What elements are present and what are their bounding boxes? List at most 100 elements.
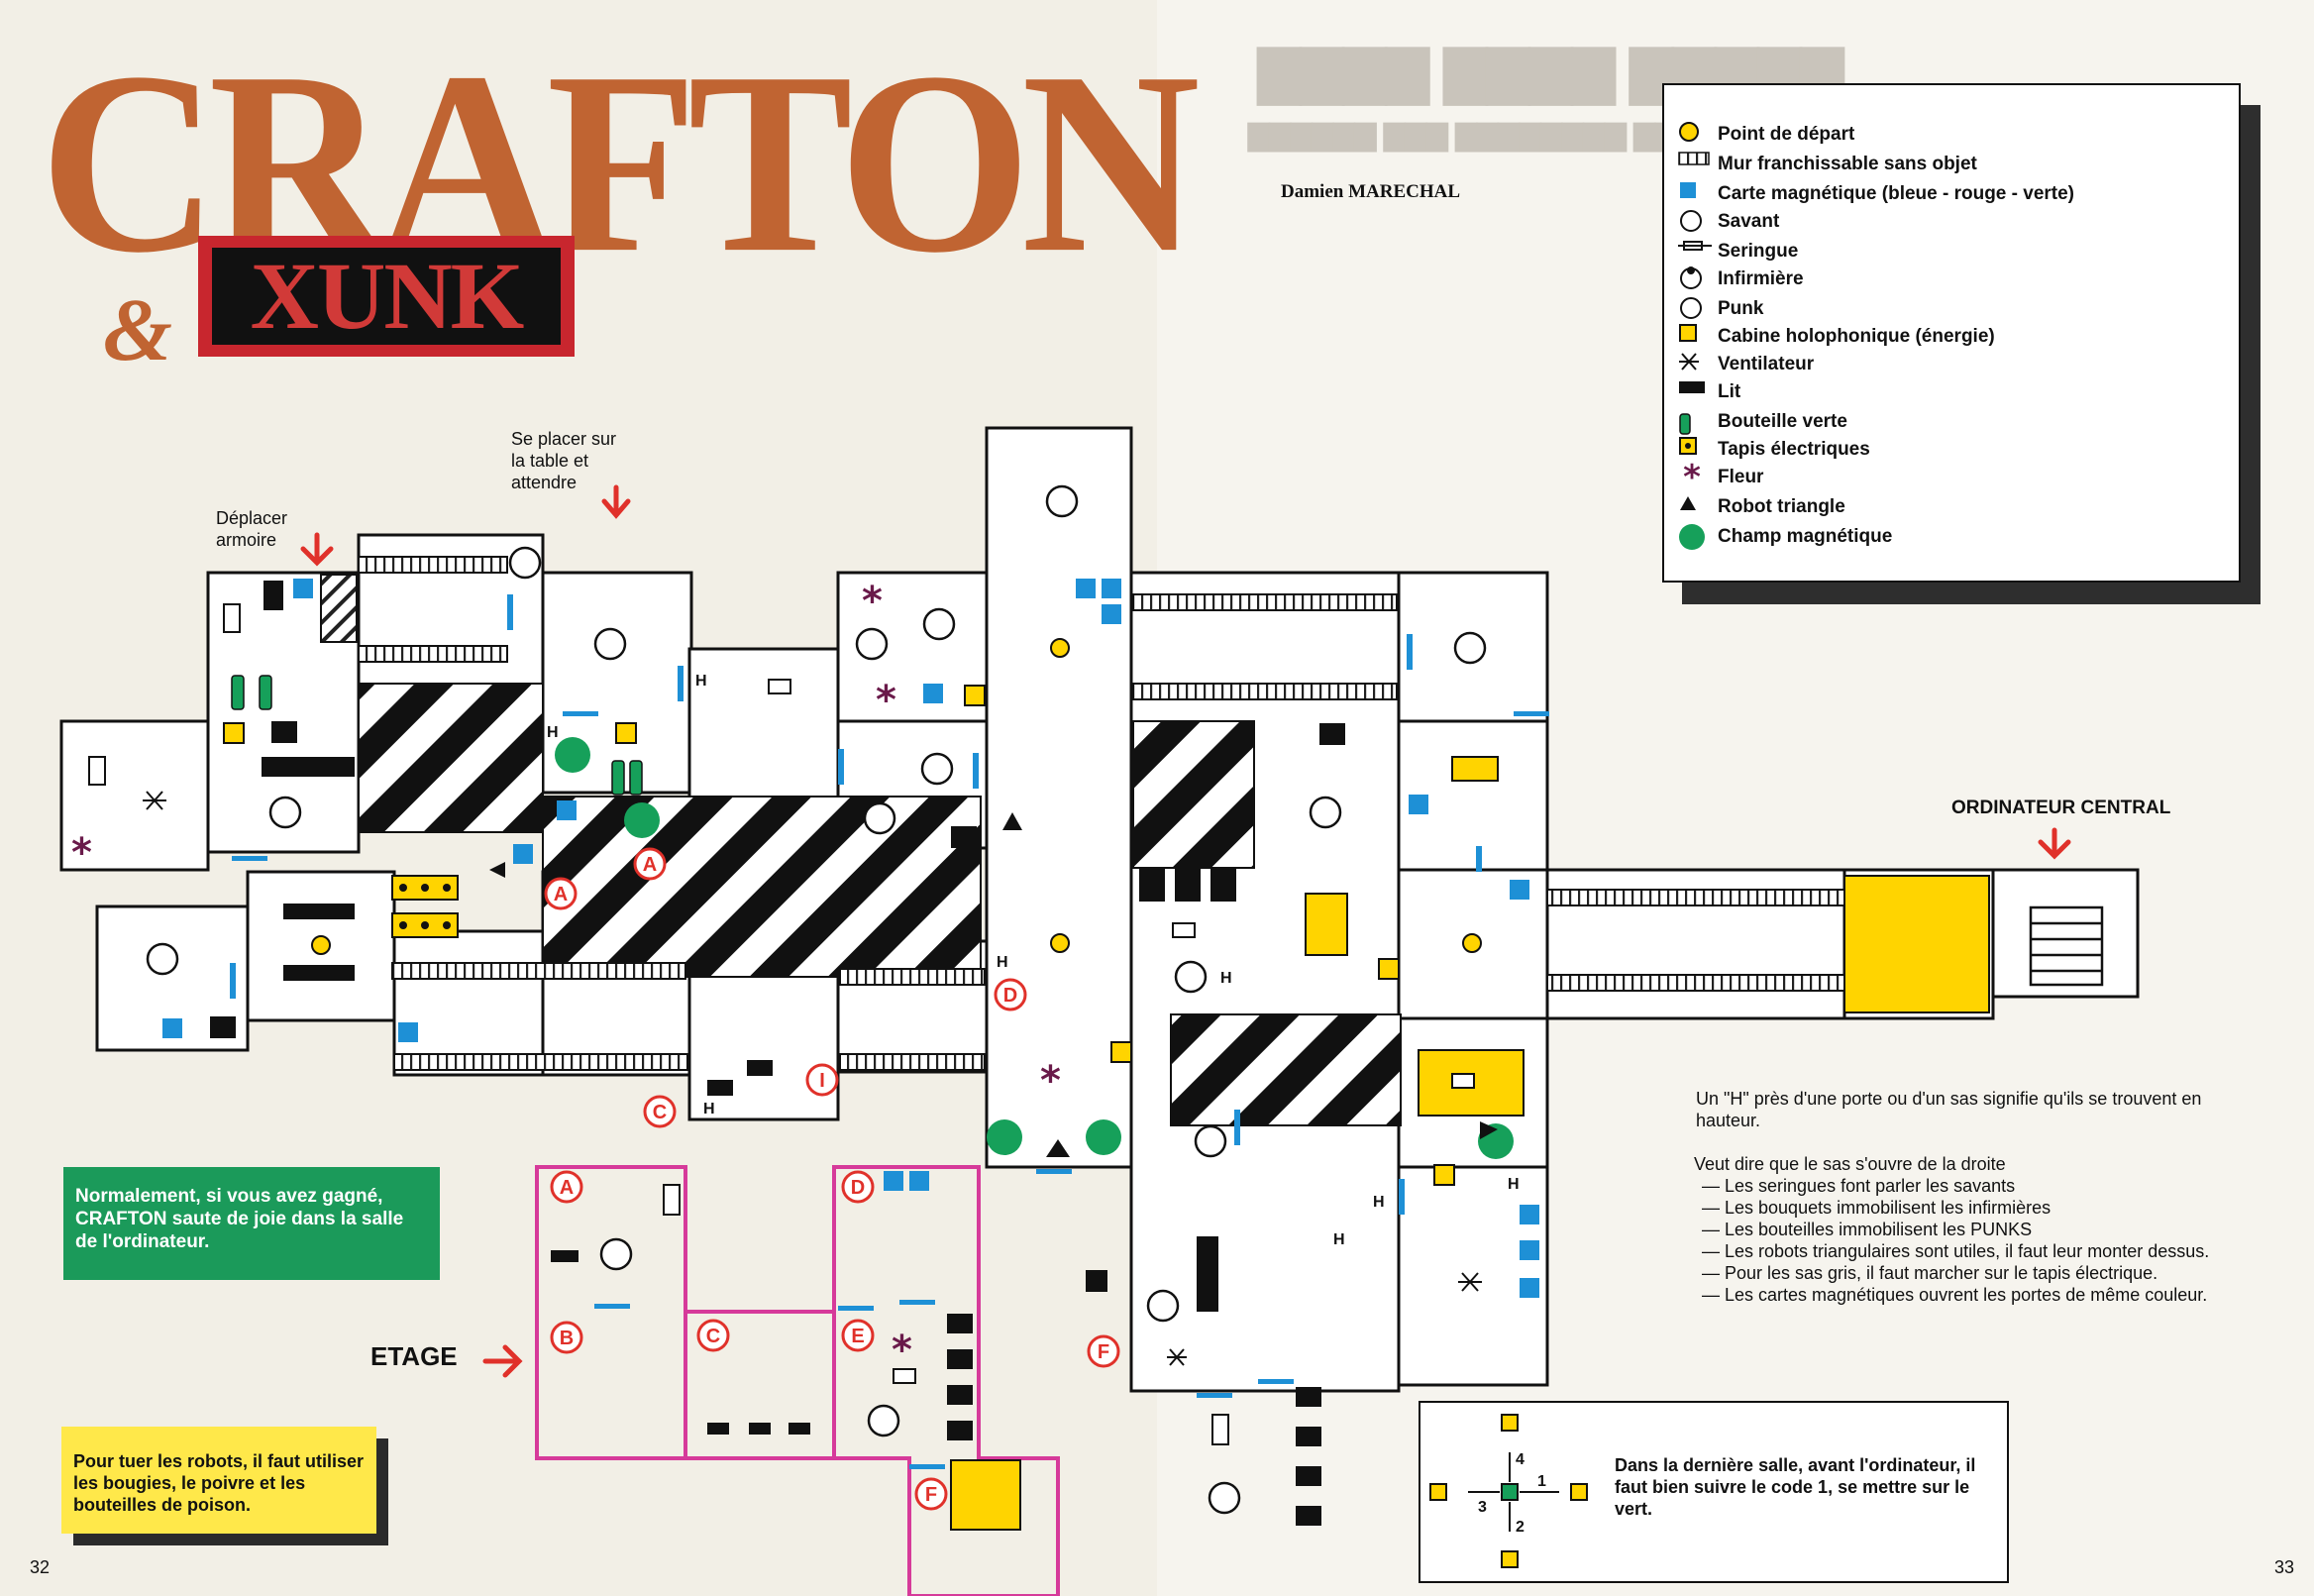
flowers: * * * * * [71,579,1061,1373]
door-letter: F [925,1484,937,1506]
start-icon [1678,121,1706,149]
legend-row: Ventilateur [1679,351,1815,378]
legend-row: Punk [1680,295,1764,323]
upper-floor-outline [535,1165,1060,1596]
xunk-title: XUNK [212,248,561,345]
code-number: 1 [1537,1473,1546,1490]
sas-note: — Les cartes magnétiques ouvrent les por… [1702,1285,2208,1305]
robot-icon [1678,493,1706,521]
bleed-through-text: ▇▇▇▇▇▇ ▇▇▇ ▇▇▇▇▇▇▇▇ ▇▇▇▇▇ [1248,120,1741,151]
nurse [867,1404,900,1437]
legend-label: Punk [1718,298,1764,319]
nurse [855,627,889,661]
fan-icon [1678,351,1706,378]
room [985,426,1133,1169]
legend-label: Robot triangle [1718,496,1845,517]
code-instructions: Dans la dernière salle, avant l'ordinate… [1615,1455,1976,1519]
h-marker: H [1333,1231,1345,1248]
page-number-right: 33 [2274,1557,2295,1577]
flower-icon: * [1683,458,1701,497]
h-markers: H H H H H H H H [547,673,1520,1248]
legend-row: Champ magnétique [1679,523,1893,551]
annotation-line: armoire [216,530,277,550]
door-letter: A [560,1177,574,1199]
door-letter: C [653,1102,667,1123]
annotation-table: Se placer sur la table et attendre [511,428,616,493]
code-number: 4 [1516,1451,1525,1468]
door-letter: I [819,1070,825,1092]
mat-dots [399,884,451,929]
start-points [311,638,1482,955]
svg-text:*: * [862,579,883,624]
scientist [1194,1124,1227,1158]
door-letter: D [851,1177,865,1199]
field-icon [1678,523,1706,551]
sas-note: — Les robots triangulaires sont utiles, … [1702,1241,2210,1261]
robot-triangles [489,812,1498,1157]
legend-label: Ventilateur [1718,354,1815,374]
legend-row: Seringue [1678,238,1799,266]
legend-row: Carte magnétique (bleue - rouge - verte) [1680,180,2075,208]
holophonic-booths [223,685,1455,1186]
legend-label: Fleur [1718,467,1764,487]
yellow-note: Pour tuer les robots, il faut utiliser l… [61,1427,376,1534]
door-letter: A [643,854,657,876]
legend-row: Robot triangle [1680,493,1845,521]
door-letter: D [1003,985,1017,1007]
door-labels [544,847,1120,1511]
annotation-line: attendre [511,473,578,492]
syringes [88,603,1475,1445]
doors [230,594,1549,1469]
h-marker: H [997,954,1008,971]
card-icon [1678,180,1706,208]
legend-row: * Fleur [1683,458,1764,497]
legend-label: Lit [1718,381,1741,402]
sas-note: — Les seringues font parler les savants [1702,1176,2016,1196]
legend-label: Mur franchissable sans objet [1718,154,1977,174]
legend-label: Infirmière [1718,268,1804,289]
scientist [920,752,954,786]
beds [210,581,1345,1526]
legend-label: Cabine holophonique (énergie) [1718,326,1995,347]
annotation-floor: ETAGE [370,1341,458,1371]
punk [1146,1289,1180,1323]
h-marker: H [547,724,559,741]
scientist [146,942,179,976]
legend: Point de départ Mur franchissable sans o… [1662,83,2241,583]
scientist [1309,796,1342,829]
room [1397,1165,1549,1387]
magnetic-fields [555,737,1514,1159]
page-number-left: 32 [30,1557,51,1577]
annotation-line: la table et [511,451,589,471]
svg-text:*: * [876,678,896,723]
door-letter: F [1098,1341,1109,1363]
legend-row: Mur franchissable sans objet [1678,151,1977,178]
legend-label: Champ magnétique [1718,526,1893,547]
bed-icon [1678,378,1706,406]
legend-row: Tapis électriques [1679,436,1870,464]
legend-label: Seringue [1718,241,1799,262]
nurse-icon [1678,266,1706,293]
legend-label: Bouteille verte [1718,411,1847,432]
svg-text:*: * [71,830,92,876]
punk [922,607,956,641]
legend-label: Carte magnétique (bleue - rouge - verte) [1718,183,2075,204]
h-explanation: Un "H" près d'une porte ou d'un sas sign… [1696,1089,2202,1130]
booth-icon [1678,323,1706,351]
title-ampersand: & [103,281,173,379]
xunk-logo: XUNK [198,236,575,357]
legend-row: Bouteille verte [1679,408,1847,436]
scientist-icon [1678,208,1706,236]
legend-row: Savant [1680,208,1779,236]
author-name: Damien MARECHAL [1281,181,1461,202]
h-marker: H [1220,970,1232,987]
room [392,929,545,1077]
h-marker: H [1373,1194,1385,1211]
door-letter-text: A A C I D A B C D E F F [554,854,1109,1506]
annotation-line: Déplacer [216,508,288,528]
annotation-line: Se placer sur [511,429,617,449]
legend-label: Point de départ [1718,124,1855,145]
sas-note: Veut dire que le sas s'ouvre de la droit… [1694,1154,2006,1174]
scientist [1045,484,1079,518]
